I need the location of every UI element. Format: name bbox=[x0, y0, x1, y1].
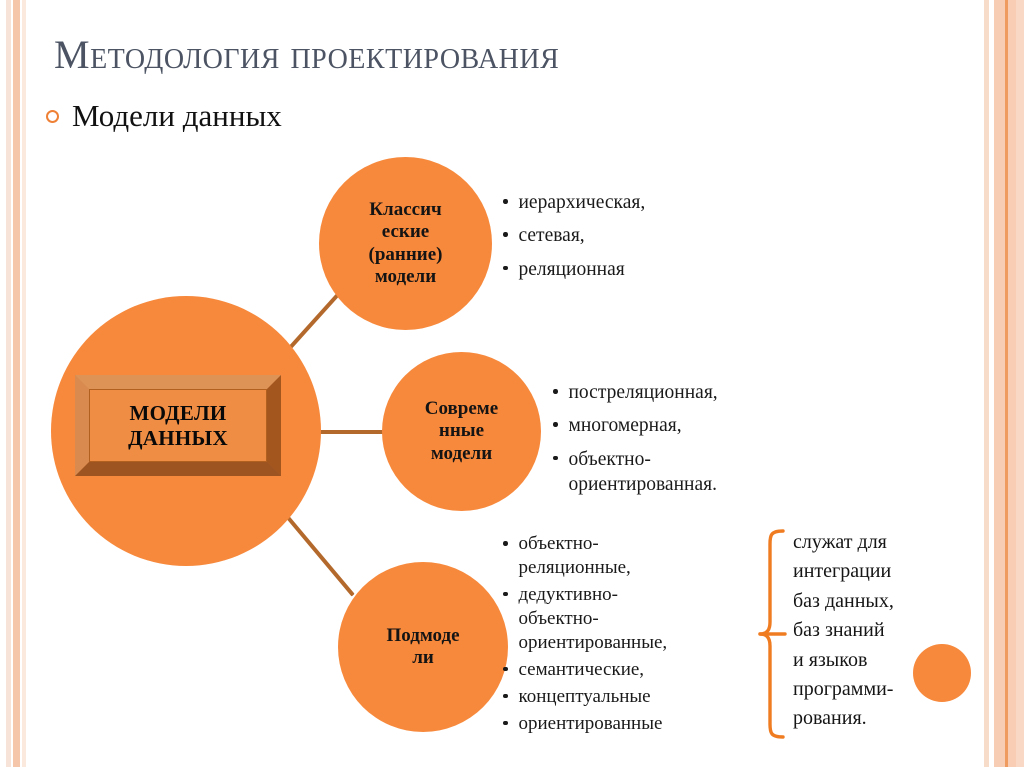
center-node-label: МОДЕЛИ ДАННЫХ bbox=[128, 400, 228, 450]
list-item-text: иерархическая, bbox=[518, 192, 646, 213]
note-line: программи- bbox=[793, 677, 894, 700]
bullet-dot-icon bbox=[553, 389, 558, 394]
bullet-dot-icon bbox=[503, 541, 508, 546]
list-item: объектно- реляционные, bbox=[503, 532, 748, 580]
list-item-text: сетевая, bbox=[518, 225, 585, 247]
list-item: ориентированные bbox=[503, 712, 748, 736]
list-item: семантические, bbox=[503, 658, 748, 682]
note-line: и языков bbox=[793, 648, 868, 671]
connector-line-modern bbox=[315, 430, 389, 434]
right-stripe-3 bbox=[1005, 0, 1008, 767]
list-item-text: объектно- ориентированная. bbox=[568, 448, 717, 496]
note-line: интеграции bbox=[793, 560, 892, 583]
right-stripe-2 bbox=[994, 0, 1005, 767]
bullet-dot-icon bbox=[503, 693, 508, 699]
note-line: баз данных, bbox=[793, 589, 894, 612]
left-stripe-2 bbox=[13, 0, 20, 767]
bullet-dot-icon bbox=[553, 455, 558, 461]
left-curly-brace-icon bbox=[757, 528, 787, 740]
list-item-text: постреляционная, bbox=[568, 382, 718, 403]
ring-bullet-icon bbox=[46, 109, 59, 123]
decorative-accent-circle bbox=[913, 644, 971, 702]
bullet-dot-icon bbox=[553, 422, 558, 427]
list-item: многомерная, bbox=[553, 413, 813, 438]
branch-circle-modern-label: Совреме нные модели bbox=[424, 398, 499, 464]
bullet-list-submodels: объектно- реляционные, дедуктивно- объек… bbox=[503, 532, 748, 739]
bullet-dot-icon bbox=[503, 232, 508, 237]
list-item-text: дедуктивно- объектно- ориентированные, bbox=[518, 583, 668, 653]
connector-line-submodels bbox=[283, 512, 355, 597]
list-item-text: концептуальные bbox=[518, 685, 651, 707]
left-stripe-1 bbox=[6, 0, 11, 767]
list-item-text: многомерная, bbox=[568, 415, 682, 437]
branch-circle-modern: Совреме нные модели bbox=[382, 352, 541, 511]
bullet-dot-icon bbox=[503, 199, 508, 204]
note-paragraph: служат для интеграции баз данных, баз зн… bbox=[793, 528, 965, 734]
bullet-dot-icon bbox=[503, 265, 508, 271]
right-stripe-4 bbox=[1008, 0, 1016, 767]
right-stripe-1 bbox=[984, 0, 989, 767]
right-stripe-5 bbox=[1016, 0, 1024, 767]
list-item: сетевая, bbox=[503, 223, 753, 248]
list-item-text: реляционная bbox=[518, 258, 625, 280]
list-item-text: объектно- реляционные, bbox=[518, 533, 631, 578]
note-line: баз знаний bbox=[793, 619, 885, 642]
left-stripe-3 bbox=[22, 0, 26, 767]
bullet-dot-icon bbox=[503, 666, 508, 672]
bullet-dot-icon bbox=[503, 591, 508, 597]
list-item-text: семантические, bbox=[518, 658, 645, 680]
list-item-text: ориентированные bbox=[518, 712, 663, 734]
note-line: рования. bbox=[793, 707, 867, 730]
bullet-list-modern: постреляционная, многомерная, объектно- … bbox=[553, 380, 813, 505]
list-item: иерархическая, bbox=[503, 190, 753, 215]
branch-circle-submodels: Подмоде ли bbox=[338, 562, 508, 732]
note-line: служат для bbox=[793, 531, 887, 553]
branch-circle-submodels-label: Подмоде ли bbox=[386, 624, 460, 668]
list-item: дедуктивно- объектно- ориентированные, bbox=[503, 583, 748, 655]
branch-circle-classic: Классич еские (ранние) модели bbox=[319, 157, 492, 330]
list-item: объектно- ориентированная. bbox=[553, 447, 813, 498]
branch-circle-classic-label: Классич еские (ранние) модели bbox=[368, 199, 443, 287]
list-item: реляционная bbox=[503, 257, 753, 282]
plate-inner: МОДЕЛИ ДАННЫХ bbox=[89, 389, 267, 462]
subtitle-bullet-row: Модели данных bbox=[46, 98, 282, 134]
slide-title: Методология проектирования bbox=[54, 32, 560, 77]
list-item: постреляционная, bbox=[553, 380, 813, 405]
subtitle-text: Модели данных bbox=[72, 98, 282, 133]
bullet-dot-icon bbox=[503, 720, 508, 726]
list-item: концептуальные bbox=[503, 685, 748, 709]
plate-bevel bbox=[75, 375, 281, 476]
bullet-list-classic: иерархическая, сетевая, реляционная bbox=[503, 190, 753, 290]
center-node-plate: МОДЕЛИ ДАННЫХ bbox=[75, 375, 281, 476]
